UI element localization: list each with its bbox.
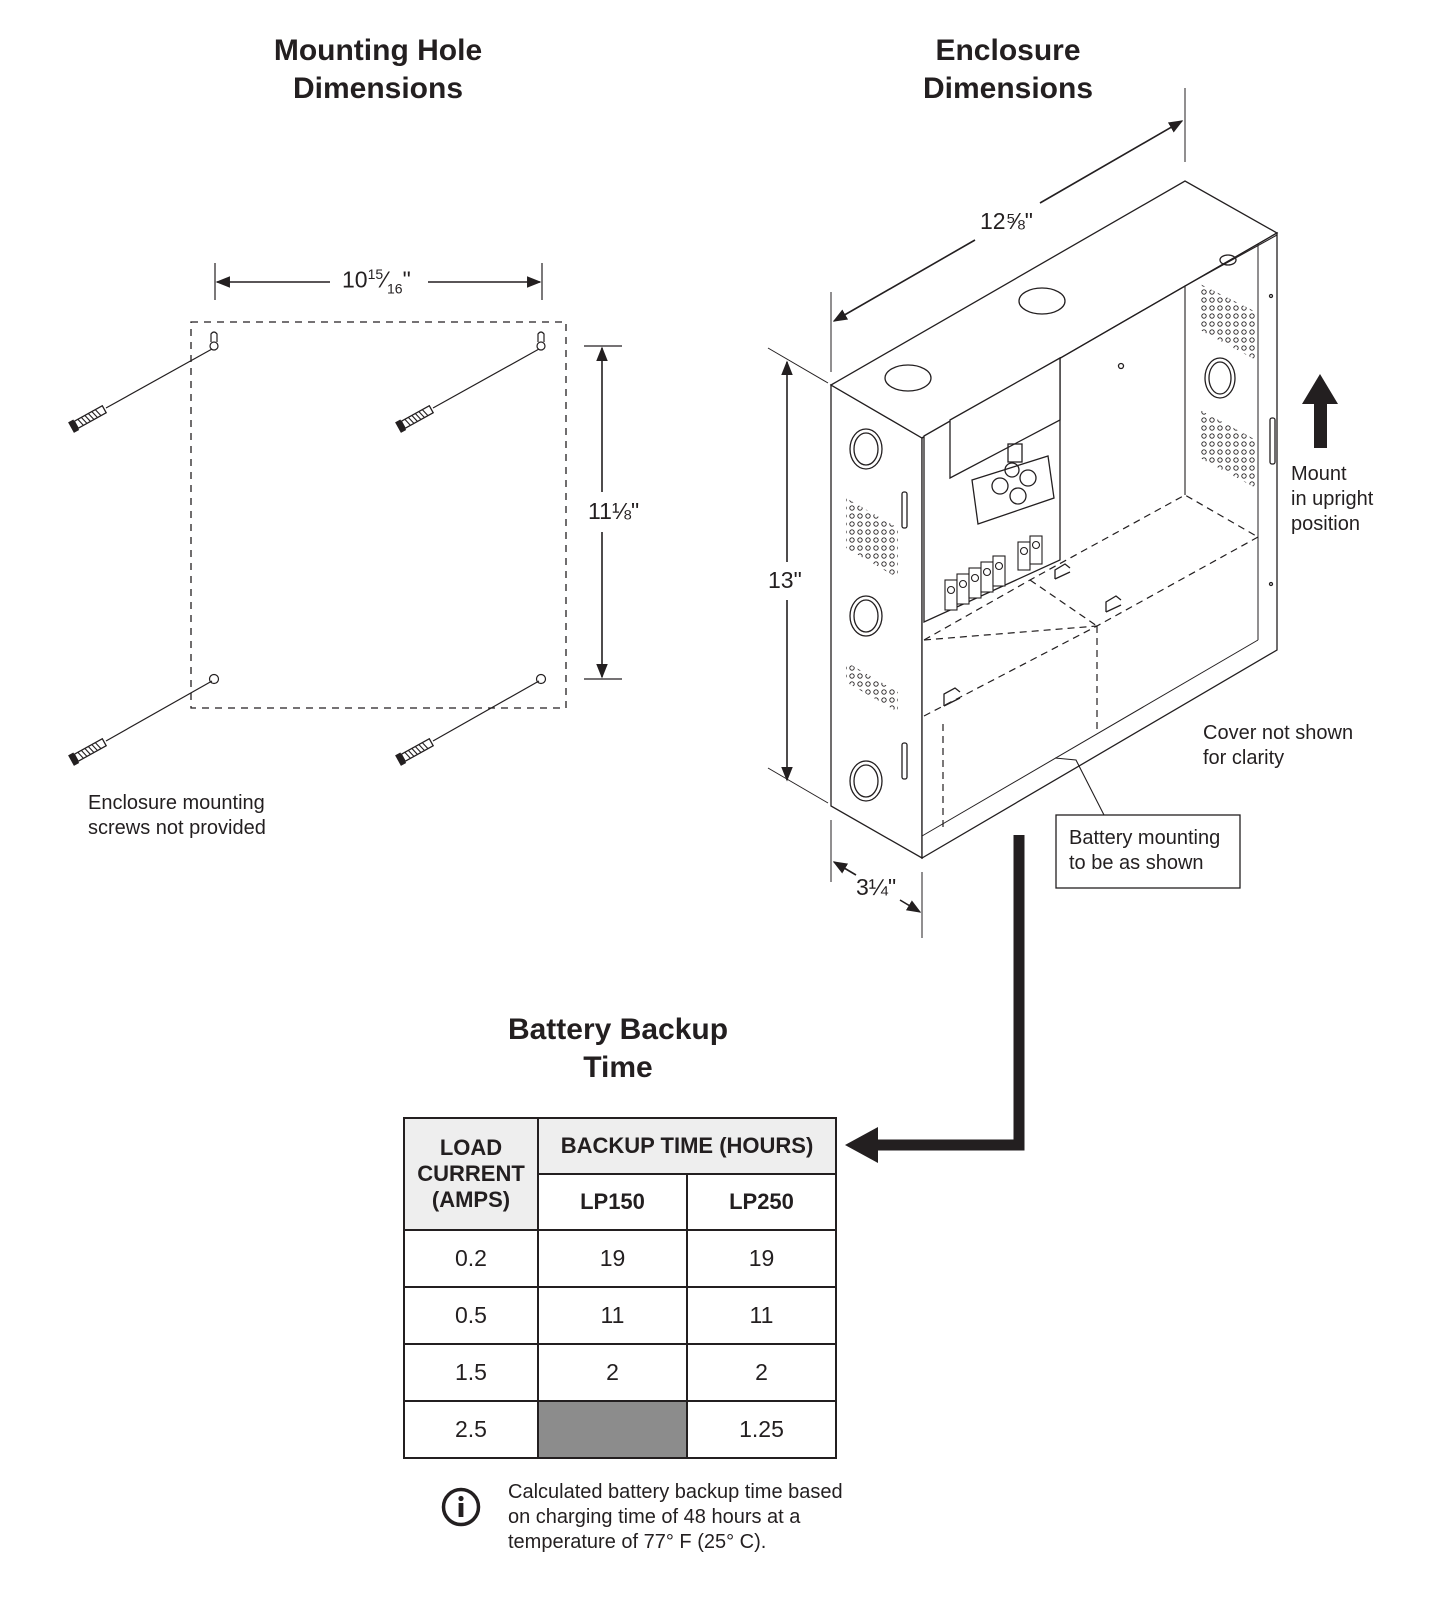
backup-table-title-line1: Battery Backup bbox=[507, 1013, 729, 1046]
enclosure-title: Enclosure Dimensions bbox=[858, 32, 1158, 108]
lp150-cell: 19 bbox=[537, 1229, 688, 1288]
backup-footnote: Calculated battery backup time based on … bbox=[508, 1480, 843, 1555]
enclosure-height-label: 13" bbox=[768, 567, 802, 594]
hole-bottom-right bbox=[535, 673, 547, 685]
lp250-cell: 1.25 bbox=[686, 1400, 837, 1459]
enclosure-depth-label: 3¼" bbox=[856, 874, 897, 900]
lp250-cell: 19 bbox=[686, 1229, 837, 1288]
lp150-cell: 11 bbox=[537, 1286, 688, 1345]
footnote-line2: on charging time of 48 hours at a bbox=[508, 1506, 801, 1528]
battery-note-line2: to be as shown bbox=[1069, 852, 1204, 874]
cover-not-shown-note: Cover not shown for clarity bbox=[1203, 721, 1353, 771]
load-header-line1: LOAD bbox=[439, 1135, 503, 1160]
load-cell: 0.2 bbox=[403, 1229, 539, 1288]
screw-top-right-icon bbox=[395, 404, 435, 433]
enclosure-title-line1: Enclosure bbox=[935, 34, 1081, 67]
battery-callout-box bbox=[1055, 814, 1241, 889]
keyhole-top-right bbox=[536, 331, 546, 351]
mount-upright-note: Mount in upright position bbox=[1291, 462, 1373, 537]
mounting-height-label: 11⅛" bbox=[588, 498, 640, 525]
footnote-line1: Calculated battery backup time based bbox=[508, 1481, 843, 1503]
cover-note-line1: Cover not shown bbox=[1203, 722, 1354, 744]
info-circle-icon bbox=[441, 1487, 481, 1527]
table-row: 2.5 1.25 bbox=[403, 1400, 837, 1459]
load-header-line3: (AMPS) bbox=[431, 1187, 511, 1212]
mounting-width-label: 1015⁄16" bbox=[338, 266, 415, 297]
arrow-left-icon bbox=[845, 835, 1025, 1163]
mount-upright-note-line3: position bbox=[1291, 513, 1360, 535]
load-cell: 1.5 bbox=[403, 1343, 539, 1402]
battery-note-line1: Battery mounting bbox=[1069, 827, 1221, 849]
load-header-line2: CURRENT bbox=[417, 1161, 525, 1186]
cover-note-line2: for clarity bbox=[1203, 747, 1285, 769]
load-current-header: LOAD CURRENT (AMPS) bbox=[403, 1117, 539, 1231]
enclosure-width-label: 12⅝" bbox=[980, 208, 1033, 234]
battery-mounting-note: Battery mounting to be as shown bbox=[1069, 826, 1220, 876]
battery-backup-table: LOAD CURRENT (AMPS) BACKUP TIME (HOURS) … bbox=[403, 1117, 837, 1459]
mounting-hole-title-line1: Mounting Hole bbox=[273, 34, 483, 67]
mounting-width-numerator: 15 bbox=[367, 266, 384, 282]
mounting-width-unit: " bbox=[402, 266, 411, 293]
footnote-line3: temperature of 77° F (25° C). bbox=[508, 1531, 767, 1553]
mount-upright-note-line1: Mount bbox=[1291, 463, 1347, 485]
mounting-hole-diagram bbox=[105, 263, 622, 742]
backup-table-title-line2: Time bbox=[583, 1051, 653, 1084]
lp150-cell-not-applicable bbox=[537, 1400, 688, 1459]
backup-table-title: Battery Backup Time bbox=[468, 1011, 768, 1087]
mounting-hole-title-line2: Dimensions bbox=[292, 72, 464, 105]
mounting-screws-note-line2: screws not provided bbox=[88, 817, 266, 839]
lp250-cell: 11 bbox=[686, 1286, 837, 1345]
screw-top-left-icon bbox=[68, 404, 108, 433]
screw-bottom-right-icon bbox=[395, 737, 435, 766]
table-row: 1.5 2 2 bbox=[403, 1343, 837, 1402]
mounting-width-whole: 10 bbox=[342, 266, 368, 293]
table-row: 0.2 19 19 bbox=[403, 1229, 837, 1288]
mounting-hole-outline bbox=[190, 321, 567, 709]
enclosure-title-line2: Dimensions bbox=[922, 72, 1094, 105]
load-cell: 0.5 bbox=[403, 1286, 539, 1345]
battery-outline bbox=[923, 494, 1259, 830]
keyhole-top-left bbox=[209, 331, 219, 351]
lp250-cell: 2 bbox=[686, 1343, 837, 1402]
lp150-header: LP150 bbox=[537, 1173, 688, 1231]
mounting-screws-note: Enclosure mounting screws not provided bbox=[88, 791, 266, 841]
mounting-screws-note-line1: Enclosure mounting bbox=[88, 792, 265, 814]
backup-time-header: BACKUP TIME (HOURS) bbox=[537, 1117, 837, 1175]
mounting-hole-title: Mounting Hole Dimensions bbox=[228, 32, 528, 108]
screw-bottom-left-icon bbox=[68, 737, 108, 766]
lp250-header: LP250 bbox=[686, 1173, 837, 1231]
mount-upright-note-line2: in upright bbox=[1291, 488, 1374, 510]
mounting-width-denominator: 16 bbox=[387, 280, 403, 297]
enclosure-drawing bbox=[767, 88, 1279, 938]
hole-bottom-left bbox=[208, 673, 220, 685]
table-row: 0.5 11 11 bbox=[403, 1286, 837, 1345]
lp150-cell: 2 bbox=[537, 1343, 688, 1402]
load-cell: 2.5 bbox=[403, 1400, 539, 1459]
arrow-up-icon bbox=[1302, 374, 1338, 448]
